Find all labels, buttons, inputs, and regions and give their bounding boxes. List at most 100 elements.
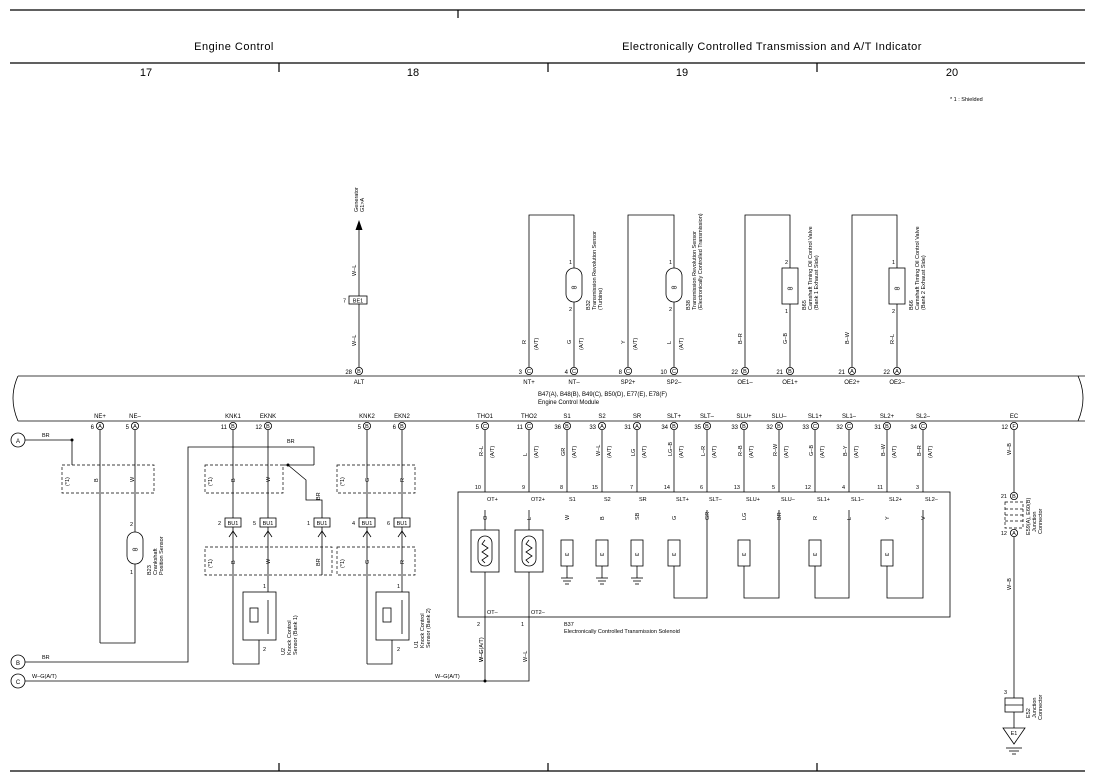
svg-text:BU1: BU1 xyxy=(362,521,373,527)
svg-text:1: 1 xyxy=(785,309,788,315)
wire-color-label: BR xyxy=(42,433,50,439)
svg-text:ω: ω xyxy=(813,552,818,558)
u2-note: Sensor (Bank 1) xyxy=(293,615,299,655)
pin-sl2-: SL2–C34 xyxy=(910,414,930,431)
b37-pin-name: SL1– xyxy=(851,497,865,503)
pin-circle xyxy=(633,421,642,430)
pin-number: 31 xyxy=(874,425,881,431)
svg-text:(*1): (*1) xyxy=(208,559,214,568)
b32-note: (Turbine) xyxy=(598,288,604,310)
pin-number: 5 xyxy=(126,425,130,431)
pin-circle xyxy=(263,421,272,430)
wire-color-label: G xyxy=(567,340,573,344)
b37-pin-name: SLU+ xyxy=(746,497,760,503)
svg-text:B: B xyxy=(231,478,237,482)
pin-circle xyxy=(848,366,857,375)
b38-id: B38 xyxy=(686,300,692,310)
pin-conn: B xyxy=(742,424,746,430)
wire-color-label: L xyxy=(667,341,673,344)
ecm-connector-list: B47(A), B48(B), B49(C), B50(D), E77(E), … xyxy=(538,392,667,398)
coil-icon: ꝏ xyxy=(132,547,138,553)
svg-text:2: 2 xyxy=(130,522,133,528)
wire-color-label: W–L xyxy=(479,651,485,662)
pin-conn: B xyxy=(565,424,569,430)
svg-text:R: R xyxy=(400,478,406,482)
b37-pin-number: 12 xyxy=(805,485,811,491)
pin-number: 33 xyxy=(589,425,596,431)
svg-text:(*1): (*1) xyxy=(208,477,214,486)
at-label: (A/T) xyxy=(928,446,934,458)
svg-text:2: 2 xyxy=(218,521,221,527)
b65-id: B65 xyxy=(802,300,808,310)
svg-text:B: B xyxy=(1012,494,1016,500)
pin-circle xyxy=(741,366,750,375)
pin-name: SL2+ xyxy=(880,414,895,420)
svg-text:R: R xyxy=(400,560,406,564)
coil-icon: ꝏ xyxy=(894,286,900,292)
pin-circle xyxy=(354,366,363,375)
pin-name: SLT+ xyxy=(667,414,682,420)
pin-name: NT– xyxy=(568,380,580,386)
svg-text:BR: BR xyxy=(316,492,322,500)
wire-color-label: W–G(A/T) xyxy=(479,637,485,662)
offpage-b: B xyxy=(10,654,26,670)
pin-number: 10 xyxy=(660,370,667,376)
pin-conn: B xyxy=(365,424,369,430)
at-label: (A/T) xyxy=(633,338,639,350)
b37-pin-name: S1 xyxy=(569,497,576,503)
pin-circle xyxy=(563,421,572,430)
pin-sp2-plus: 8 C SP2+ xyxy=(619,366,636,386)
pin-number: 22 xyxy=(731,370,738,376)
u1-note: Sensor (Bank 2) xyxy=(426,608,432,648)
svg-text:W–B: W–B xyxy=(1007,443,1013,455)
b65-name: Camshaft Timing Oil Control Valve xyxy=(808,226,814,310)
offpage-a: A xyxy=(10,432,26,448)
column-number-18: 18 xyxy=(407,67,419,79)
pin-name: SLU– xyxy=(771,414,787,420)
pin-nt-minus: 4 C NT– xyxy=(565,366,580,386)
pin-circle xyxy=(525,421,534,430)
svg-text:3: 3 xyxy=(1004,690,1007,696)
wire-color-label: GR xyxy=(561,448,567,456)
wire-color-label: B–Y xyxy=(843,445,849,456)
b37-pin-number: 5 xyxy=(772,485,775,491)
pin-number: 12 xyxy=(1001,425,1008,431)
b37-pin-name: SLT+ xyxy=(676,497,689,503)
pin-circle xyxy=(670,421,679,430)
wire-color-label: W–L xyxy=(352,265,358,276)
pin-conn: B xyxy=(266,424,270,430)
pin-conn: C xyxy=(921,424,925,430)
svg-text:2: 2 xyxy=(669,307,672,313)
at-label: (A/T) xyxy=(572,446,578,458)
ecm-title: Engine Control Module xyxy=(538,400,600,406)
pin-number: 8 xyxy=(619,370,623,376)
pin-circle xyxy=(703,421,712,430)
svg-text:2: 2 xyxy=(397,647,400,653)
b37-wire-color: G xyxy=(672,516,678,520)
pin-name: SL2– xyxy=(916,414,931,420)
svg-text:ω: ω xyxy=(885,552,890,558)
pin-circle xyxy=(570,366,579,375)
be1-pin: 7 xyxy=(343,299,346,305)
b37-pin-number: 4 xyxy=(842,485,845,491)
pin-conn: A xyxy=(895,369,899,375)
column-number-17: 17 xyxy=(140,67,152,79)
pin-number: 4 xyxy=(565,370,569,376)
at-label: (A/T) xyxy=(679,338,685,350)
section-title-transmission: Electronically Controlled Transmission a… xyxy=(622,41,922,53)
at-label: (A/T) xyxy=(534,338,540,350)
svg-text:A: A xyxy=(1012,531,1016,537)
e59-id: E59(A), E60(B) xyxy=(1026,498,1032,535)
pin-conn: A xyxy=(600,424,604,430)
pin-number: 12 xyxy=(255,425,262,431)
b65-note: (Bank 1 Exhaust Side) xyxy=(814,255,820,310)
pin-circle xyxy=(397,421,406,430)
pin-nt-plus: 3 C NT+ xyxy=(519,366,535,386)
svg-text:(*1): (*1) xyxy=(65,477,71,486)
b37-pin-number: 13 xyxy=(734,485,740,491)
b23-id: B23 xyxy=(147,565,153,575)
wire-color-label: W–L xyxy=(523,651,529,662)
